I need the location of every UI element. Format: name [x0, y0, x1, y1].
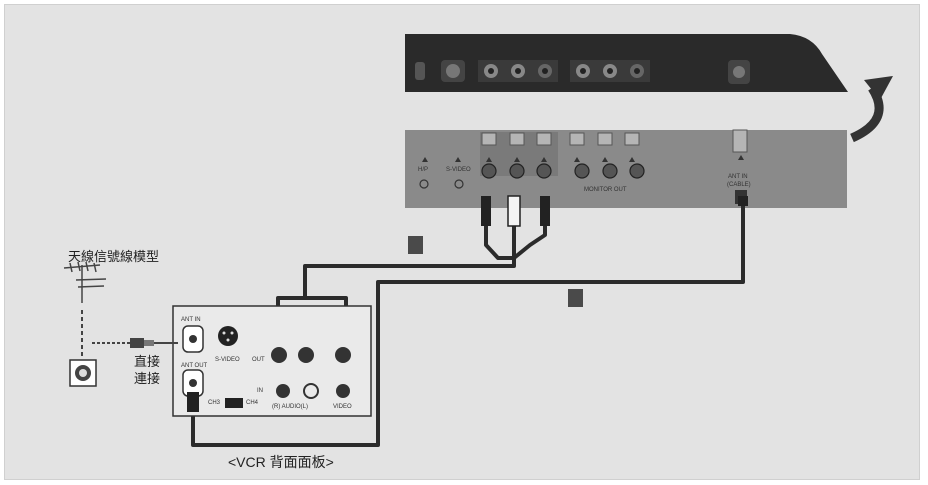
vcr-ch3-label: CH3	[208, 400, 221, 406]
antenna-label: 天線信號線模型	[68, 249, 159, 264]
headphone-jack	[419, 179, 429, 189]
vcr-out-label: OUT	[252, 357, 265, 363]
vcr-ant-out-label: ANT OUT	[181, 363, 208, 369]
vcr-caption: <VCR 背面面板>	[228, 454, 334, 470]
wall-outlet-icon	[69, 359, 97, 387]
rotate-arrow-icon	[850, 76, 893, 143]
vcr-rear-panel: ANT IN S-VIDEO OUT ANT OUT CH3 CH4 IN (R…	[172, 305, 372, 417]
antenna-icon	[63, 261, 107, 303]
vcr-audio-label: (R) AUDIO(L)	[272, 404, 308, 410]
tv-cable-label: (CABLE)	[727, 182, 751, 188]
vcr-ch4-label: CH4	[246, 400, 259, 406]
tv-monitor-out-label: MONITOR OUT	[584, 187, 627, 193]
vcr-ant-in-label: ANT IN	[181, 317, 201, 323]
tv-svideo-jack	[454, 179, 464, 189]
step-marker-2	[568, 289, 583, 307]
tv-svideo-label: S-VIDEO	[446, 167, 471, 173]
direct-connect-label-2: 連接	[134, 371, 160, 386]
tv-ant-in-label: ANT IN	[728, 174, 748, 180]
step-marker-1	[408, 236, 423, 254]
direct-connect-label-1: 直接	[134, 354, 160, 369]
vcr-video-label: VIDEO	[333, 404, 352, 410]
tv-jack-panel: H/P S-VIDEO MONITOR OUT ANT IN (CABLE)	[405, 129, 847, 208]
tv-hp-label: H/P	[418, 167, 428, 173]
vcr-in-label: IN	[257, 388, 263, 394]
coax-plug-icon	[130, 338, 178, 348]
tv-top-panel	[405, 34, 848, 92]
vcr-svideo-label: S-VIDEO	[215, 357, 240, 363]
